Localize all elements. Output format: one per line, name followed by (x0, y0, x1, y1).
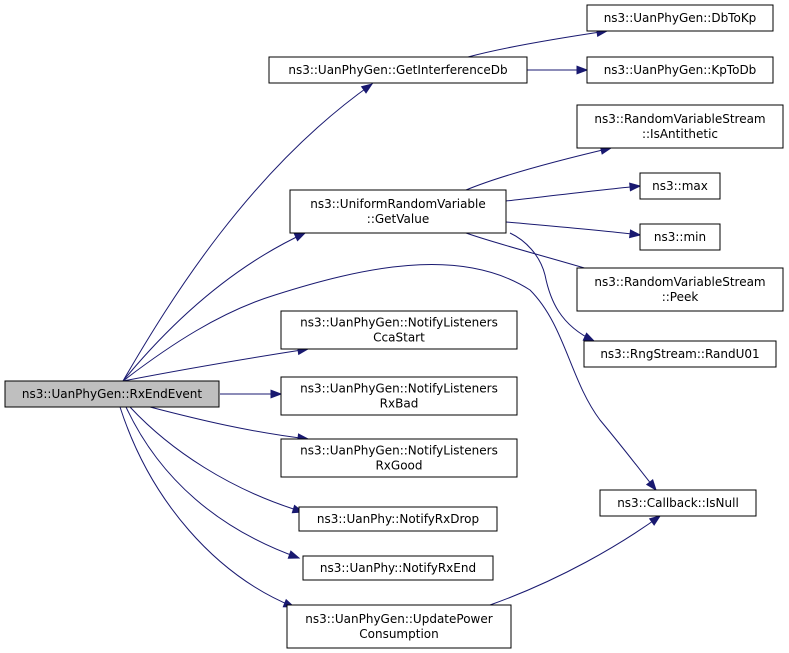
edge-get-interference-db-to-kp-to-db (527, 65, 589, 75)
edge-rx-end-event-to-notify-listeners-rx-bad (220, 389, 283, 399)
edge-get-interference-db-to-db-to-kp (467, 28, 609, 58)
node-label: ns3::max (652, 179, 708, 193)
node-peek[interactable]: ns3::RandomVariableStream::Peek (576, 267, 784, 312)
edge-get-value-to-min (505, 221, 642, 239)
edge-get-value-to-max (505, 182, 642, 202)
node-label: ns3::min (654, 230, 706, 244)
node-box (576, 104, 784, 149)
node-label: ns3::RandomVariableStream (594, 275, 765, 289)
arrowhead (270, 389, 283, 399)
node-label: ns3::UanPhyGen::KpToDb (604, 63, 757, 77)
node-box (289, 189, 507, 234)
edge-line (467, 30, 608, 58)
node-label: RxBad (380, 397, 419, 411)
node-box (639, 223, 721, 251)
node-label: ::IsAntithetic (642, 127, 718, 141)
arrowhead (629, 229, 642, 239)
edge-update-power-consumption-to-callback-is-null (489, 515, 662, 606)
arrowhead (582, 332, 596, 342)
node-label: ns3::UanPhyGen::UpdatePower (305, 612, 492, 626)
edge-line (125, 406, 300, 559)
node-box (576, 267, 784, 312)
node-label: ns3::RngStream::RandU01 (600, 347, 759, 361)
node-label: CcaStart (373, 331, 425, 345)
arrowhead (629, 182, 642, 192)
node-box (583, 340, 777, 368)
node-label: ns3::UanPhyGen::DbToKp (604, 11, 757, 25)
edge-line (149, 406, 309, 440)
node-rx-end-event[interactable]: ns3::UanPhyGen::RxEndEvent (4, 380, 220, 408)
edge-line (122, 232, 306, 382)
edge-rx-end-event-to-get-interference-db (122, 83, 374, 382)
node-label: ns3::RandomVariableStream (594, 112, 765, 126)
node-label: ::GetValue (367, 212, 429, 226)
node-box (639, 172, 721, 200)
node-min[interactable]: ns3::min (639, 223, 721, 251)
node-label: RxGood (375, 459, 422, 473)
node-kp-to-db[interactable]: ns3::UanPhyGen::KpToDb (586, 56, 774, 84)
node-is-antithetic[interactable]: ns3::RandomVariableStream::IsAntithetic (576, 104, 784, 149)
node-box (586, 4, 774, 32)
edge-rx-end-event-to-get-value (122, 232, 307, 382)
node-notify-rx-drop[interactable]: ns3::UanPhy::NotifyRxDrop (298, 506, 498, 532)
node-box (280, 438, 518, 478)
node-box (286, 604, 512, 649)
node-notify-rx-end[interactable]: ns3::UanPhy::NotifyRxEnd (302, 555, 494, 581)
node-label: ns3::UanPhyGen::RxEndEvent (22, 387, 203, 401)
edge-line (129, 406, 304, 513)
node-get-value[interactable]: ns3::UniformRandomVariable::GetValue (289, 189, 507, 234)
node-label: Consumption (359, 627, 438, 641)
node-box (302, 555, 494, 581)
edge-line (122, 264, 657, 491)
edge-rx-end-event-to-update-power-consumption (119, 406, 296, 608)
node-label: ns3::UanPhyGen::NotifyListeners (300, 316, 498, 330)
node-label: ::Peek (662, 290, 699, 304)
node-box (298, 506, 498, 532)
node-callback-is-null[interactable]: ns3::Callback::IsNull (599, 489, 757, 517)
node-box (4, 380, 220, 408)
edge-line (122, 83, 373, 382)
node-label: ns3::UanPhyGen::NotifyListeners (300, 444, 498, 458)
node-label: ns3::UniformRandomVariable (310, 197, 486, 211)
node-db-to-kp[interactable]: ns3::UanPhyGen::DbToKp (586, 4, 774, 32)
arrowhead (360, 83, 374, 94)
node-box (280, 310, 518, 350)
node-label: ns3::UanPhyGen::NotifyListeners (300, 382, 498, 396)
node-rand-u01[interactable]: ns3::RngStream::RandU01 (583, 340, 777, 368)
edge-rx-end-event-to-notify-listeners-cca-start (122, 346, 310, 382)
arrowhead (648, 515, 662, 526)
node-label: ns3::Callback::IsNull (617, 496, 739, 510)
node-layer: ns3::UanPhyGen::RxEndEventns3::UanPhyGen… (4, 4, 784, 649)
edge-get-value-to-is-antithetic (465, 146, 613, 191)
node-label: ns3::UanPhyGen::GetInterferenceDb (288, 63, 507, 77)
edge-line (509, 232, 595, 342)
node-label: ns3::UanPhy::NotifyRxEnd (320, 561, 476, 575)
edge-rx-end-event-to-callback-is-null (122, 264, 657, 492)
edge-line (122, 348, 309, 382)
node-label: ns3::UanPhy::NotifyRxDrop (317, 512, 479, 526)
arrowhead (645, 478, 657, 492)
edge-line (505, 185, 641, 202)
edge-line (465, 147, 612, 191)
edge-line (505, 221, 641, 236)
edge-line (489, 515, 661, 606)
edge-line (119, 406, 295, 608)
node-max[interactable]: ns3::max (639, 172, 721, 200)
arrowhead (576, 65, 589, 75)
node-box (599, 489, 757, 517)
node-box (268, 56, 528, 84)
arrowhead (287, 550, 301, 559)
node-box (280, 376, 518, 416)
node-box (586, 56, 774, 84)
arrowhead (293, 232, 307, 242)
edge-rx-end-event-to-notify-rx-end (125, 406, 301, 559)
node-get-interference-db[interactable]: ns3::UanPhyGen::GetInterferenceDb (268, 56, 528, 84)
